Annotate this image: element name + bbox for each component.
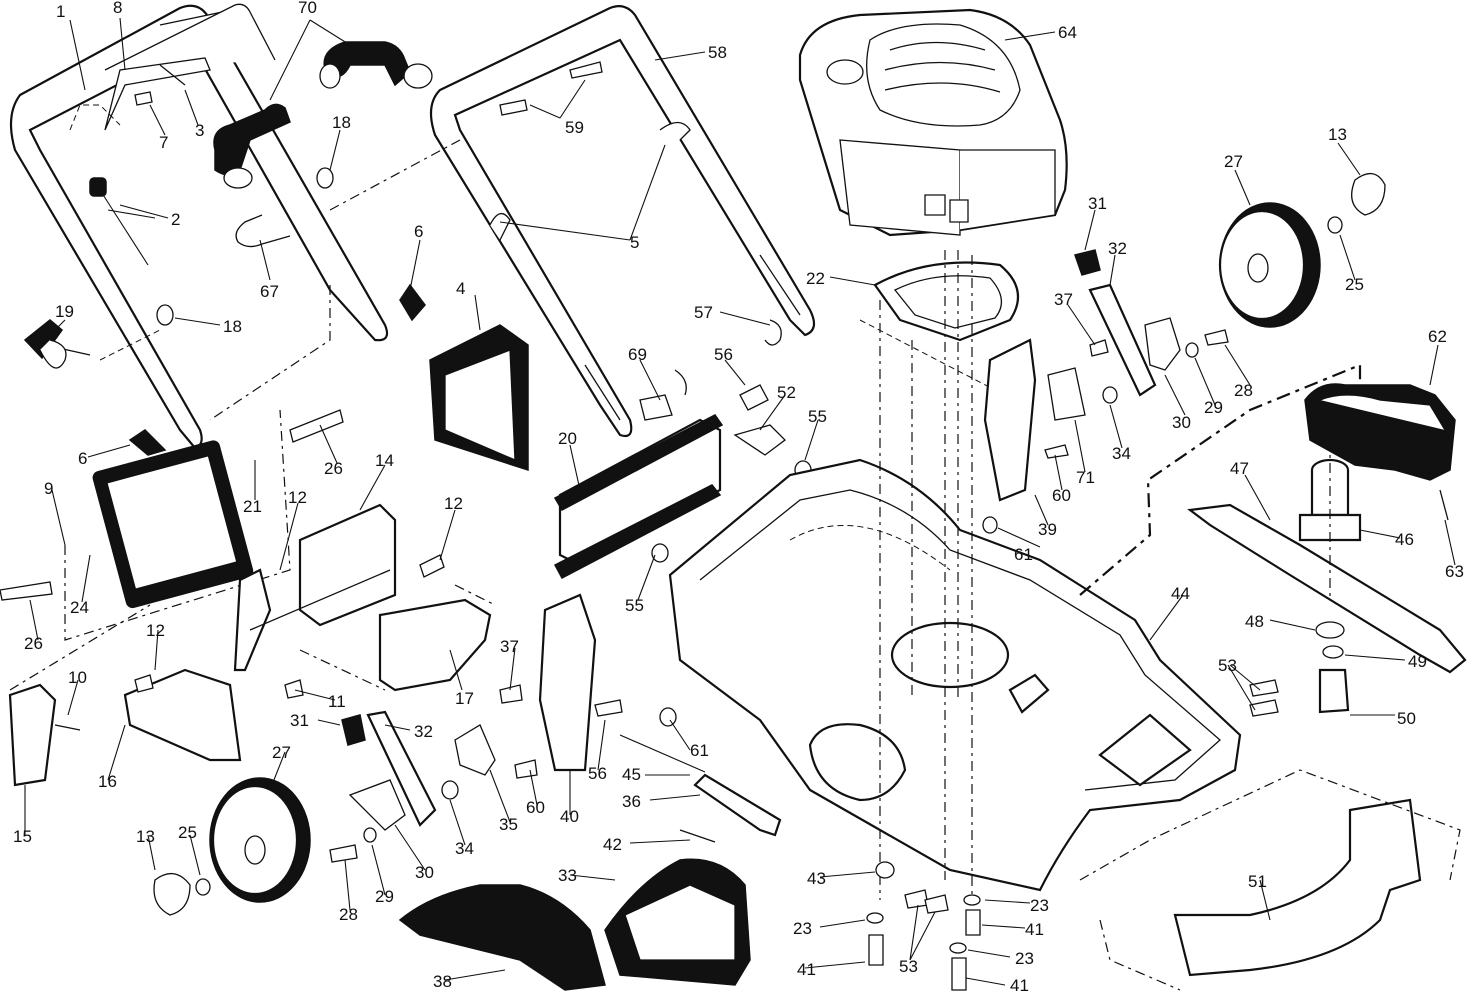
label-44: 44 [1171,584,1190,603]
label-5: 5 [630,233,639,252]
label-45: 45 [622,765,641,784]
label-24: 24 [70,598,89,617]
label-20: 20 [558,429,577,448]
label-35: 35 [499,815,518,834]
label-61: 61 [1014,545,1033,564]
label-28: 28 [339,905,358,924]
label-37: 37 [500,637,519,656]
label-19: 19 [55,302,74,321]
label-9: 9 [44,479,53,498]
label-13: 13 [136,827,155,846]
label-48: 48 [1245,612,1264,631]
label-22: 22 [806,269,825,288]
label-62: 62 [1428,327,1447,346]
label-17: 17 [455,689,474,708]
label-40: 40 [560,807,579,826]
label-8: 8 [113,0,122,17]
label-13: 13 [1328,125,1347,144]
leader-lines [24,17,1456,986]
label-15: 15 [13,827,32,846]
label-56: 56 [588,764,607,783]
label-27: 27 [1224,152,1243,171]
label-25: 25 [178,823,197,842]
label-53: 53 [899,957,918,976]
label-47: 47 [1230,459,1249,478]
label-42: 42 [603,835,622,854]
label-55: 55 [625,596,644,615]
label-23: 23 [1030,896,1049,915]
label-34: 34 [455,839,474,858]
label-50: 50 [1397,709,1416,728]
label-23: 23 [793,919,812,938]
label-37: 37 [1054,290,1073,309]
label-39: 39 [1038,520,1057,539]
label-60: 60 [526,798,545,817]
label-18: 18 [332,113,351,132]
label-18: 18 [223,317,242,336]
label-58: 58 [708,43,727,62]
label-32: 32 [414,722,433,741]
label-34: 34 [1112,444,1131,463]
label-67: 67 [260,282,279,301]
label-29: 29 [1204,398,1223,417]
label-60: 60 [1052,486,1071,505]
label-61: 61 [690,741,709,760]
part-labels: 1 8 70 64 58 18 3 7 59 13 27 31 2 5 6 32… [13,0,1464,995]
label-70: 70 [298,0,317,17]
label-12: 12 [146,621,165,640]
label-1: 1 [56,2,65,21]
label-7: 7 [159,133,168,152]
label-21: 21 [243,497,262,516]
label-43: 43 [807,869,826,888]
label-41: 41 [1025,920,1044,939]
label-29: 29 [375,887,394,906]
label-56: 56 [714,345,733,364]
label-46: 46 [1395,530,1414,549]
label-25: 25 [1345,275,1364,294]
label-4: 4 [456,279,465,298]
label-71: 71 [1076,468,1095,487]
label-3: 3 [195,121,204,140]
label-41: 41 [1010,976,1029,995]
label-64: 64 [1058,23,1077,42]
label-12: 12 [444,494,463,513]
label-33: 33 [558,866,577,885]
label-26: 26 [324,459,343,478]
label-38: 38 [433,972,452,991]
label-41: 41 [797,960,816,979]
upper-handle [9,3,389,450]
label-55: 55 [808,407,827,426]
label-27: 27 [272,743,291,762]
label-49: 49 [1408,652,1427,671]
label-28: 28 [1234,381,1253,400]
label-31: 31 [1088,194,1107,213]
label-69: 69 [628,345,647,364]
label-30: 30 [415,863,434,882]
mower-deck [668,458,1242,892]
label-6: 6 [414,222,423,241]
label-32: 32 [1108,239,1127,258]
label-10: 10 [68,668,87,687]
label-53: 53 [1218,656,1237,675]
engine [798,8,1068,237]
label-12: 12 [288,488,307,507]
label-51: 51 [1248,872,1267,891]
label-57: 57 [694,303,713,322]
label-16: 16 [98,772,117,791]
label-36: 36 [622,792,641,811]
label-26: 26 [24,634,43,653]
label-23: 23 [1015,949,1034,968]
label-30: 30 [1172,413,1191,432]
label-6: 6 [78,449,87,468]
label-52: 52 [777,383,796,402]
label-11: 11 [328,692,346,711]
label-63: 63 [1445,562,1464,581]
label-59: 59 [565,118,584,137]
label-14: 14 [375,451,394,470]
label-2: 2 [171,210,180,229]
label-31: 31 [290,711,309,730]
